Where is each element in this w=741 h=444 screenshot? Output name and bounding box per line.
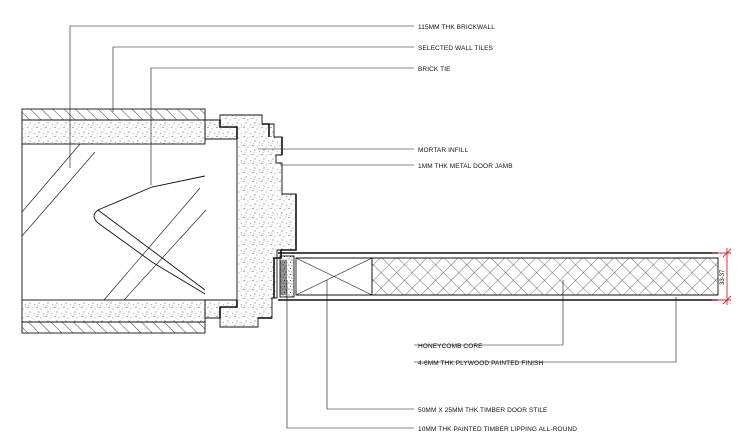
leader-honeycomb: HONEYCOMB CORE <box>414 280 564 350</box>
label-honeycomb: HONEYCOMB CORE <box>418 343 483 350</box>
label-door-stile: 50MM X 25MM THK TIMBER DOOR STILE <box>418 407 548 414</box>
door-thickness-dimension: 33-37 <box>712 248 732 305</box>
metal-door-jamb <box>219 120 297 319</box>
leader-lipping: 10MM THK PAINTED TIMBER LIPPING ALL-ROUN… <box>286 280 577 433</box>
upper-wall-tile-layer <box>21 108 206 121</box>
leader-brick-tie: BRICK TIE <box>150 66 451 185</box>
wall-cavity <box>21 143 207 301</box>
timber-door-stile <box>295 257 373 296</box>
label-brickwall: 115MM THK BRICKWALL <box>418 24 495 31</box>
brick-tie <box>93 175 206 295</box>
label-plywood: 4-6MM THK PLYWOOD PAINTED FINISH <box>418 360 543 367</box>
leader-mortar-infill: MORTAR INFILL <box>258 147 468 154</box>
label-mortar-infill: MORTAR INFILL <box>418 147 468 154</box>
honeycomb-core <box>371 257 719 296</box>
leader-plywood: 4-6MM THK PLYWOOD PAINTED FINISH <box>414 297 677 367</box>
label-wall-tiles: SELECTED WALL TILES <box>418 45 494 52</box>
label-brick-tie: BRICK TIE <box>418 66 451 73</box>
lower-brickwall <box>21 299 206 323</box>
leader-door-stile: 50MM X 25MM THK TIMBER DOOR STILE <box>326 280 548 414</box>
leader-wall-tiles: SELECTED WALL TILES <box>112 45 494 112</box>
label-lipping: 10MM THK PAINTED TIMBER LIPPING ALL-ROUN… <box>418 426 577 433</box>
label-metal-jamb: 1MM THK METAL DOOR JAMB <box>418 163 513 170</box>
upper-brickwall <box>21 119 206 145</box>
dimension-text: 33-37 <box>720 269 726 285</box>
leader-brickwall: 115MM THK BRICKWALL <box>69 24 495 168</box>
leader-metal-jamb: 1MM THK METAL DOOR JAMB <box>280 163 513 170</box>
lower-wall-tile-layer <box>21 321 206 334</box>
